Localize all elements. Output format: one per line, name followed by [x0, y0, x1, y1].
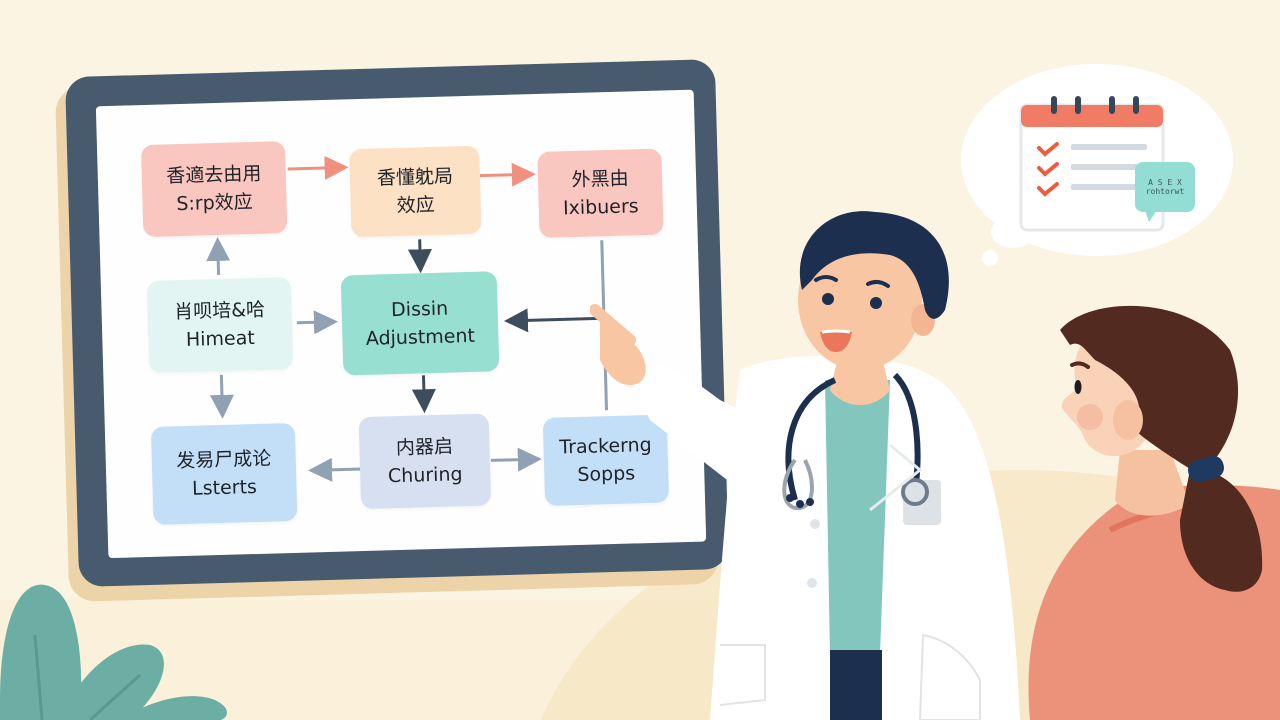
plant-icon [0, 584, 227, 720]
node-7-line2: Churing [387, 463, 463, 488]
doctor-character [590, 211, 1020, 720]
chat-bubble-label: A S E X rohtorwt [1137, 178, 1193, 196]
thought-bubble-shape [961, 64, 1233, 266]
flowchart-node-7: 内器启 Churing [358, 413, 492, 510]
chat-bubble-icon [1135, 162, 1195, 222]
node-2-line2: 效应 [396, 193, 436, 217]
thought-bubble: A S E X rohtorwt [955, 60, 1235, 275]
chat-label-line1: A S E X [1148, 178, 1182, 187]
node-7-line1: 内器启 [395, 435, 454, 460]
node-4-line2: Himeat [185, 326, 256, 351]
flowchart-node-4: 肖呗培&哈 Himeat [146, 276, 294, 373]
node-6-line2: Lsterts [191, 475, 258, 500]
node-5-line2: Adjustment [365, 324, 476, 350]
node-5-line1: Dissin [390, 297, 449, 322]
node-4-line1: 肖呗培&哈 [173, 298, 266, 324]
node-1-line2: S:rp效应 [176, 190, 254, 216]
node-3-line1: 外黑由 [571, 167, 629, 192]
flowchart-node-1: 香適去由用 S:rp效应 [140, 141, 288, 238]
node-2-line1: 香懂躭局 [376, 165, 454, 190]
node-1-line1: 香適去由用 [165, 162, 262, 188]
patient-character [1028, 305, 1280, 720]
chat-label-line2: rohtorwt [1145, 187, 1185, 196]
flowchart-node-5: Dissin Adjustment [340, 271, 500, 376]
node-6-line1: 发易尸成论 [175, 447, 272, 473]
flowchart-node-2: 香懂躭局 效应 [349, 145, 482, 238]
flowchart-node-6: 发易尸成论 Lsterts [150, 422, 298, 525]
